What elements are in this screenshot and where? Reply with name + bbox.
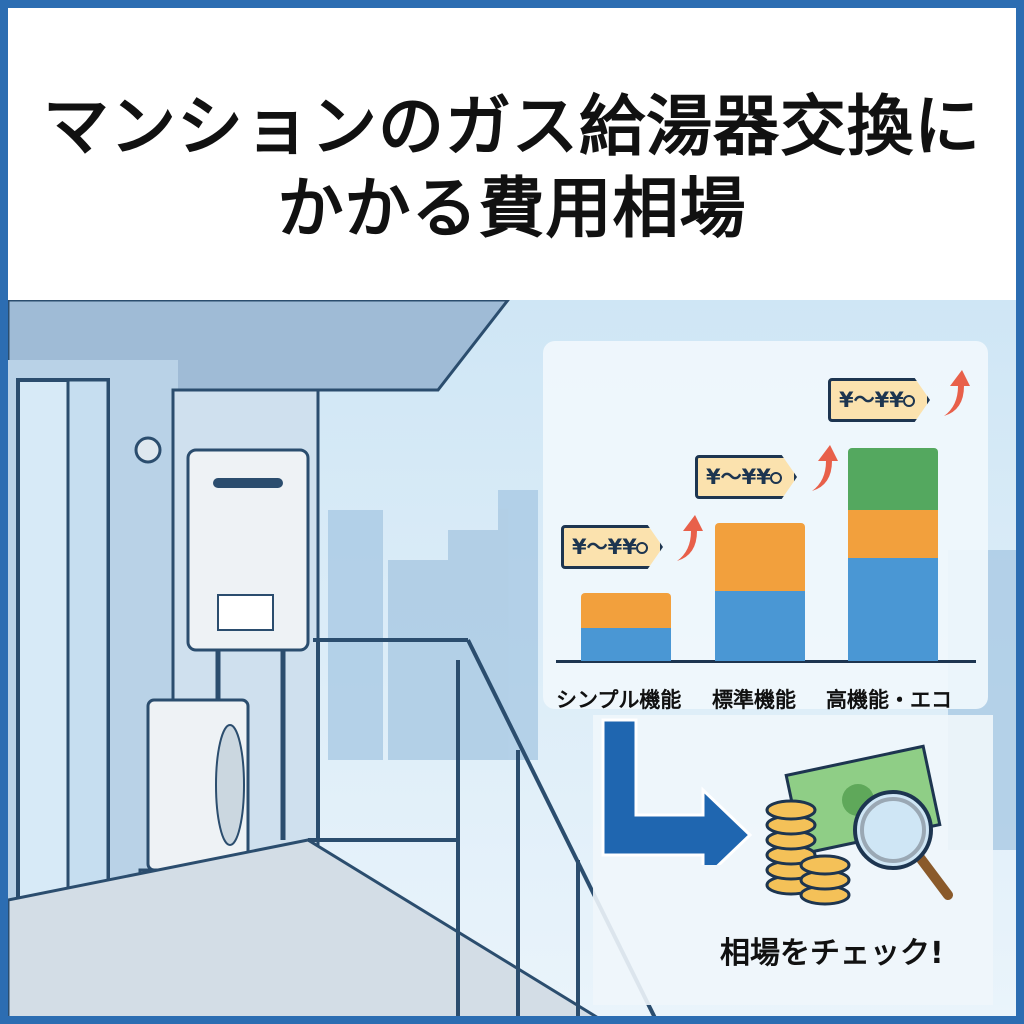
bar-segment-orange xyxy=(848,510,938,558)
title-line-2: かかる費用相場 xyxy=(277,170,747,247)
up-arrow-icon xyxy=(677,515,703,561)
price-tag-simple: ¥〜¥¥ xyxy=(561,525,663,569)
category-label: 標準機能 xyxy=(712,688,796,712)
vent-icon xyxy=(134,436,162,464)
balcony-scene: ¥〜¥¥ ¥〜¥¥ ¥〜¥¥ シンプル機能 標準機能 高機能・エコ 相場をチェッ… xyxy=(8,300,1016,1016)
bar-segment-orange xyxy=(581,593,671,628)
bar-segment-blue xyxy=(715,591,805,661)
bar-standard xyxy=(715,523,805,661)
price-tag-standard: ¥〜¥¥ xyxy=(695,455,797,499)
up-arrow-icon xyxy=(812,445,838,491)
page-title: マンションのガス給湯器交換に かかる費用相場 xyxy=(8,86,1016,250)
bar-high-eco xyxy=(848,448,938,661)
bar-segment-blue xyxy=(581,628,671,661)
turn-right-arrow-icon xyxy=(601,718,753,865)
price-tag-high-eco: ¥〜¥¥ xyxy=(828,378,930,422)
chart-baseline xyxy=(556,660,976,663)
bar-segment-orange xyxy=(715,523,805,591)
up-arrow-icon xyxy=(944,370,970,416)
money-coins-magnifier-icon xyxy=(765,744,953,906)
bar-simple xyxy=(581,593,671,661)
bar-segment-green xyxy=(848,448,938,510)
check-label: 相場をチェック! xyxy=(720,936,944,971)
category-label: 高機能・エコ xyxy=(826,688,952,712)
title-line-1: マンションのガス給湯器交換に xyxy=(43,88,981,165)
bar-segment-blue xyxy=(848,558,938,661)
water-heater xyxy=(186,448,310,840)
category-label: シンプル機能 xyxy=(556,688,682,712)
